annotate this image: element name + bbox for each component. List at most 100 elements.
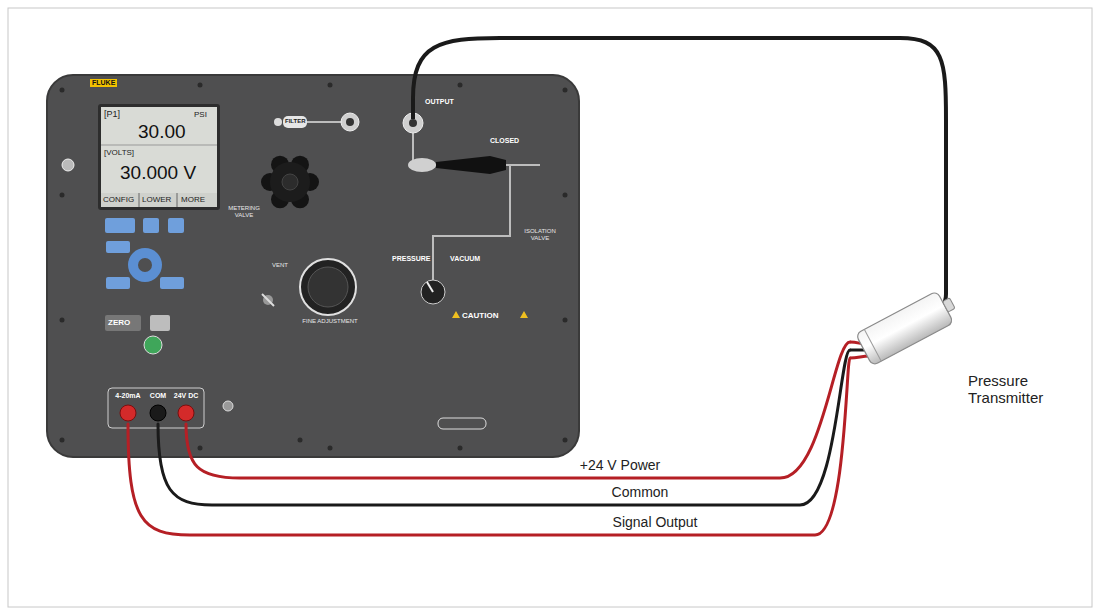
display-divider: [101, 145, 217, 146]
panel-label: VACUUM: [450, 255, 480, 263]
vent-knob: [263, 295, 273, 305]
test-lead: [128, 358, 850, 535]
pressure-transmitter: Pressure Transmitter: [850, 280, 1070, 420]
terminal-bracket: [108, 388, 204, 428]
knob-cap: [282, 174, 298, 190]
wire-label: Common: [612, 484, 669, 500]
pressure-hose: [413, 38, 946, 280]
output-port-node: OUTPUT: [405, 98, 467, 128]
fine-adjust-wheel: [300, 259, 356, 315]
screw: [60, 438, 65, 443]
port-hole: [409, 119, 417, 127]
panel-label: FINE ADJUSTMENT: [300, 318, 360, 325]
power-button: [144, 336, 162, 354]
port-label: OUTPUT: [425, 98, 454, 106]
red-terminal: [120, 405, 136, 421]
screw: [563, 438, 568, 443]
panel-label: 30.00: [138, 121, 186, 143]
terminal-label: COM: [150, 392, 166, 400]
screw: [328, 83, 333, 88]
test-lead: [186, 342, 850, 478]
cylinder-shell: [856, 291, 954, 366]
isolation-valve-lever: [436, 156, 506, 174]
panel-label: PRESSURE: [392, 255, 431, 263]
panel-label: 30.000 V: [120, 162, 196, 184]
cable-gland: [942, 298, 955, 312]
softkey-divider: [139, 193, 140, 207]
panel-label: [VOLTS]: [104, 148, 134, 157]
button: [168, 218, 184, 233]
panel-screws: [60, 83, 568, 451]
screw: [198, 83, 203, 88]
pressure-vacuum-selector: [421, 280, 445, 304]
panel-label: FILTER: [285, 118, 306, 125]
screw: [60, 88, 65, 93]
panel-label: CLOSED: [490, 137, 519, 145]
vent-supply-port: [341, 113, 359, 131]
wire-stub: [850, 356, 869, 358]
panel-label: CAUTION: [462, 311, 498, 320]
display-screen: [101, 107, 217, 193]
button: [105, 218, 135, 233]
pneumatic-line: [305, 121, 345, 123]
button: [106, 277, 130, 289]
screw: [60, 193, 65, 198]
selector-pointer: [427, 282, 433, 292]
button: [106, 241, 130, 253]
screw: [298, 438, 303, 443]
hose-fitting: [411, 98, 415, 119]
button: [150, 315, 170, 331]
screw: [563, 193, 568, 198]
port-hole: [346, 118, 354, 126]
filter-label-plate: [283, 116, 307, 128]
screw: [563, 318, 568, 323]
softkey-bar: [101, 193, 217, 207]
dpad: [128, 248, 162, 282]
panel-label: MORE: [181, 195, 205, 204]
button: [160, 277, 184, 289]
screw: [60, 318, 65, 323]
wire-label: +24 V Power: [580, 457, 661, 473]
panel-label: LOWER: [142, 195, 171, 204]
black-terminal: [150, 405, 166, 421]
panel-label: CONFIG: [103, 195, 134, 204]
screw: [458, 446, 463, 451]
button: [143, 218, 159, 233]
zero-button: [105, 315, 141, 331]
filter-cap: [274, 118, 282, 126]
panel-label: ZERO: [108, 318, 130, 327]
vent-knob-slot: [262, 294, 274, 306]
terminal-label: 24V DC: [174, 392, 199, 400]
panel-label: PSI: [194, 110, 207, 119]
panel-label: METERING VALVE: [224, 205, 264, 219]
valve-body: [408, 158, 436, 172]
terminal-node: 4-20mA: [114, 392, 142, 424]
softkey-divider: [177, 193, 178, 207]
test-lead: [158, 350, 850, 505]
dpad-center: [138, 258, 152, 272]
wire-label: Signal Output: [613, 514, 698, 530]
panel-housing: [47, 75, 579, 457]
metering-knob: [261, 156, 319, 209]
panel-label: [P1]: [104, 109, 120, 119]
display-bezel: [98, 104, 220, 210]
badge: [438, 418, 486, 429]
sensor-jack: [62, 159, 74, 171]
red-terminal: [178, 405, 194, 421]
transmitter-cylinder: [856, 287, 961, 366]
terminal-node: COM: [144, 392, 172, 424]
terminal-label: 4-20mA: [115, 392, 140, 400]
screw: [198, 446, 203, 451]
panel-label: ISOLATION VALVE: [520, 228, 560, 242]
panel-label: VENT: [272, 262, 288, 269]
cylinder-seam: [864, 329, 881, 361]
panel-label: FLUKE: [90, 79, 117, 87]
fine-adjust-hub: [308, 267, 348, 307]
component-label: Pressure Transmitter: [968, 372, 1060, 407]
dc-jack: [223, 401, 233, 411]
screw: [458, 83, 463, 88]
knob-core: [270, 162, 310, 202]
frame: [8, 8, 1092, 607]
pneumatic-line: [413, 133, 540, 290]
